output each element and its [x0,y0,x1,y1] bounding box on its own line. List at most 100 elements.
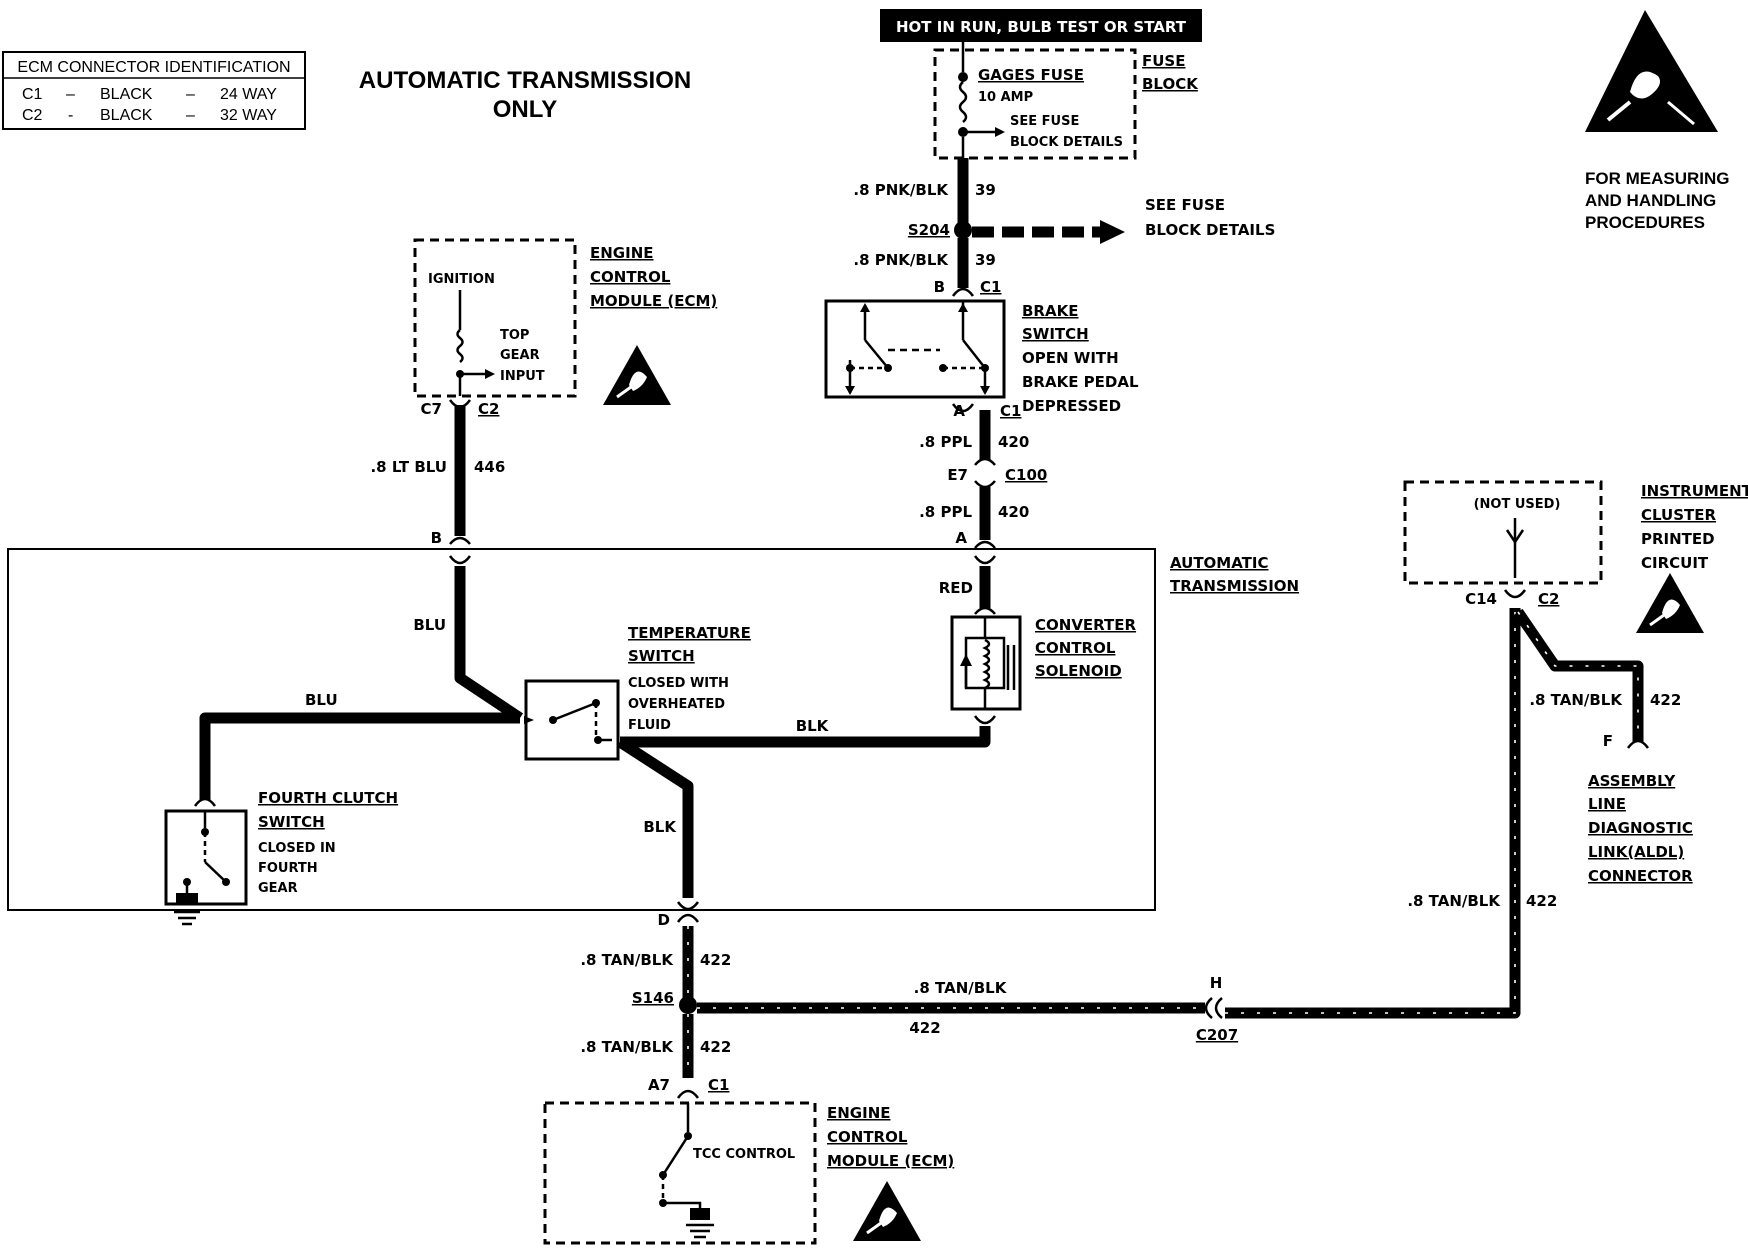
wire-39-bot-gauge: .8 PNK/BLK [853,251,949,269]
fuse-name: GAGES FUSE [978,66,1084,84]
conn-c7: C7 [421,400,442,418]
fuse-block-label1: FUSE [1142,52,1185,70]
splice-s146 [679,996,697,1014]
see-fuse-line1: SEE FUSE [1145,196,1225,214]
wire-blu-down [454,566,524,723]
wire-446-num: 446 [474,458,505,476]
wire-422-a7-num: 422 [700,1038,731,1056]
automatic-transmission-box [7,548,1156,911]
ipc-name1: INSTRUMENT [1641,482,1748,500]
converter-name3: SOLENOID [1035,662,1122,680]
esd-warning-icon [1585,10,1718,132]
ecm-bottom-tcc: TCC CONTROL [693,1147,795,1162]
wire-446-gauge: .8 LT BLU [370,458,447,476]
ecm-top-esd-icon [601,343,673,407]
wire-422-h-num: 422 [909,1019,940,1037]
wire-39-bot-num: 39 [975,251,996,269]
conn-c2-ipc: C2 [1538,590,1559,608]
splice-s146-label: S146 [632,989,674,1007]
ipc-name2: CLUSTER [1641,506,1716,524]
ecm-id-row1-ways: 24 WAY [220,86,277,103]
ecm-id-row2-id: C2 [22,107,43,124]
ecm-top-ignition: IGNITION [428,272,495,287]
wire-blk-down [617,737,694,898]
fourth-clutch-desc1: CLOSED IN [258,841,336,856]
temp-switch-desc1: CLOSED WITH [628,676,729,691]
wire-420-a-num: 420 [998,433,1029,451]
wire-420-b-num: 420 [998,503,1029,521]
wire-blu-down-label: BLU [413,616,446,634]
conn-f: F [1603,732,1613,750]
brake-switch-desc3: DEPRESSED [1022,397,1121,415]
fuse-block-label2: BLOCK [1142,75,1199,93]
ecm-top-input2: GEAR [500,348,540,363]
temp-switch-desc3: FLUID [628,718,671,733]
ecm-connector-id-table: ECM CONNECTOR IDENTIFICATION C1 – BLACK … [2,51,306,130]
conn-c2-ecm: C2 [478,400,499,418]
instrument-cluster-box [1403,480,1603,585]
ecm-id-title: ECM CONNECTOR IDENTIFICATION [17,59,290,76]
brake-switch-name1: BRAKE [1022,302,1078,320]
diagram-title-line1: AUTOMATIC TRANSMISSION [359,67,691,94]
conn-c1-brake-top: C1 [980,278,1001,296]
aldl-name4: LINK(ALDL) [1588,843,1684,861]
ecm-bottom-name1: ENGINE [827,1104,891,1122]
conn-c207: C207 [1196,1026,1238,1044]
converter-name1: CONVERTER [1035,616,1137,634]
ecm-id-row2-ways: 32 WAY [220,107,277,124]
splice-s204-label: S204 [908,221,950,239]
wire-422-r-num: 422 [1526,892,1557,910]
ecm-bottom-name2: CONTROL [827,1128,908,1146]
fuse-block [933,42,1137,160]
wire-blu-left [199,712,520,800]
ecm-top-input3: INPUT [500,369,545,384]
diagram-title-line2: ONLY [493,96,557,123]
temp-switch-name2: SWITCH [628,647,695,665]
converter-name2: CONTROL [1035,639,1116,657]
brake-switch-desc2: BRAKE PEDAL [1022,373,1139,391]
ecm-id-row2-dash2: – [186,107,195,124]
fourth-clutch-desc2: FOURTH [258,861,318,876]
fuse-see2: BLOCK DETAILS [1010,135,1123,150]
wire-422-f [1513,608,1644,742]
esd-note-line3: PROCEDURES [1585,213,1705,232]
wire-39-top-gauge: .8 PNK/BLK [853,181,949,199]
wire-red-label: RED [939,579,973,597]
conn-c14: C14 [1465,590,1497,608]
auto-trans-name2: TRANSMISSION [1170,577,1299,595]
brake-switch [824,299,1006,399]
aldl-name3: DIAGNOSTIC [1588,819,1693,837]
fourth-clutch-name2: SWITCH [258,813,325,831]
wire-39-top-num: 39 [975,181,996,199]
esd-note-line2: AND HANDLING [1585,191,1716,210]
wire-420-a-gauge: .8 PPL [919,433,972,451]
wire-422-d-num: 422 [700,951,731,969]
hot-banner [880,9,1202,42]
conn-c1-ecm-bot: C1 [708,1076,729,1094]
ipc-name4: CIRCUIT [1641,554,1709,572]
wire-422-right [1225,608,1521,1019]
hot-banner-text: HOT IN RUN, BULB TEST OR START [896,18,1187,36]
ecm-id-row2-color: BLACK [100,107,153,124]
wire-blk-right [620,726,991,748]
wire-blu-left-label: BLU [305,691,338,709]
ecm-id-row1-dash2: – [186,86,195,103]
ecm-id-row1-color: BLACK [100,86,153,103]
wire-420-b-gauge: .8 PPL [919,503,972,521]
wire-blk-right-label: BLK [796,717,830,735]
ecm-bottom-esd-icon [851,1179,923,1243]
conn-a7: A7 [648,1076,670,1094]
wire-422-f-num: 422 [1650,691,1681,709]
conn-b-ecm: B [431,529,442,547]
aldl-name5: CONNECTOR [1588,867,1693,885]
temp-switch-name1: TEMPERATURE [628,624,751,642]
conn-c100: C100 [1005,466,1047,484]
conn-h: H [1210,974,1223,992]
temp-switch-desc2: OVERHEATED [628,697,725,712]
auto-trans-name1: AUTOMATIC [1170,554,1269,572]
aldl-name2: LINE [1588,795,1626,813]
ecm-top-name1: ENGINE [590,244,654,262]
conn-a-trans: A [955,529,967,547]
